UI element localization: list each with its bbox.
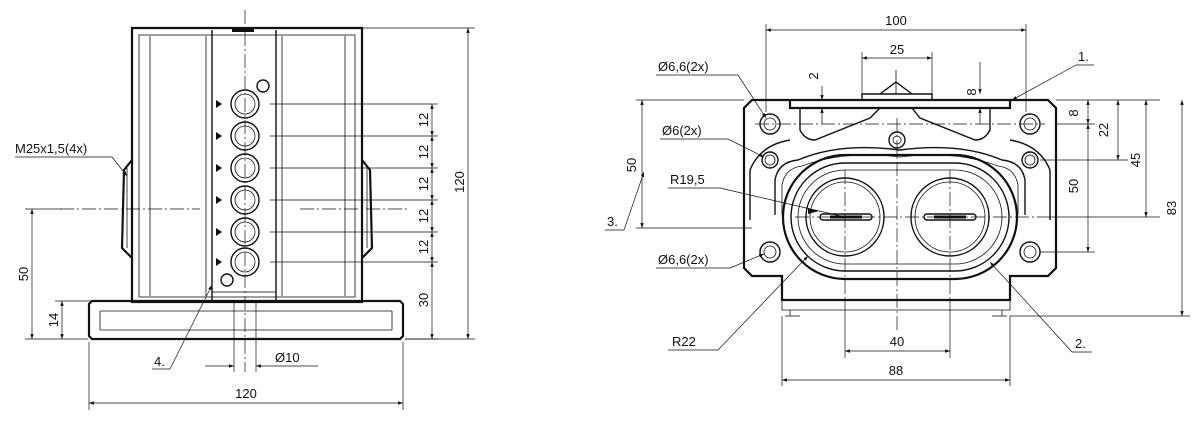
small-8-top-label: 8 bbox=[964, 88, 979, 95]
base-thickness-dimension: 14 bbox=[46, 300, 92, 339]
callout-2-label: 2. bbox=[1075, 336, 1086, 351]
hole-callout-mid: Ø6(2x) bbox=[660, 123, 765, 158]
cable-entry-oval bbox=[781, 153, 1019, 281]
radius-large-label: R22 bbox=[672, 334, 696, 349]
callout-4-label: 4. bbox=[154, 354, 165, 369]
axis-height-label: 50 bbox=[16, 267, 31, 281]
pitch-label-2: 12 bbox=[416, 145, 431, 159]
callout-1: 1. bbox=[1011, 49, 1094, 101]
width-dimension: 120 bbox=[88, 342, 404, 410]
left-height-dimension: 50 bbox=[624, 99, 752, 229]
radius-small-label: R19,5 bbox=[670, 172, 705, 187]
total-height-dimension: 120 bbox=[362, 27, 475, 340]
mounting-holes bbox=[759, 113, 1041, 263]
hole-callout-bottom: Ø6,6(2x) bbox=[656, 252, 765, 269]
left-view: 12 12 12 12 12 30 120 50 bbox=[15, 10, 475, 410]
hole-c-label: Ø6,6(2x) bbox=[658, 252, 709, 267]
hole-diameter-dimension: Ø10 bbox=[205, 302, 318, 372]
base-width-label: 88 bbox=[889, 363, 903, 378]
lower-offset-dimension: 30 bbox=[405, 262, 438, 340]
radius-large-callout: R22 bbox=[668, 255, 809, 351]
lever-mechanism bbox=[788, 70, 1012, 149]
small-2-label: 2 bbox=[806, 72, 821, 79]
pitch-dimensions: 12 12 12 12 12 bbox=[270, 103, 438, 263]
hole-b-label: Ø6(2x) bbox=[662, 123, 702, 138]
width-top-label: 100 bbox=[885, 13, 907, 28]
housing-body bbox=[130, 26, 364, 304]
right-8-label: 8 bbox=[1066, 109, 1081, 116]
hole-spacing-label: 40 bbox=[890, 334, 904, 349]
outer-flange bbox=[742, 98, 1058, 317]
small-8-top-dimension: 8 bbox=[964, 62, 982, 124]
pitch-label-5: 12 bbox=[416, 240, 431, 254]
pitch-label-1: 12 bbox=[416, 113, 431, 127]
thread-label: M25x1,5(4x) bbox=[15, 141, 87, 156]
right-45-label: 45 bbox=[1128, 153, 1143, 167]
radius-small-callout: R19,5 bbox=[668, 172, 846, 218]
inner-width-label: 25 bbox=[890, 42, 904, 57]
left-height-label: 50 bbox=[624, 158, 639, 172]
callout-3: 3. bbox=[605, 171, 645, 231]
callout-2: 2. bbox=[989, 261, 1092, 353]
lower-offset-label: 30 bbox=[416, 293, 431, 307]
base-width-dimension: 88 bbox=[781, 316, 1011, 386]
width-top-dimension: 100 bbox=[765, 13, 1027, 112]
base-thickness-label: 14 bbox=[46, 313, 61, 327]
indicator-holes bbox=[216, 79, 270, 287]
right-stack-dimensions: 8 22 50 45 83 bbox=[1010, 99, 1190, 317]
callout-4: 4. bbox=[152, 284, 213, 370]
base-plate bbox=[87, 299, 405, 341]
pitch-label-4: 12 bbox=[416, 209, 431, 223]
thread-callout: M25x1,5(4x) bbox=[15, 141, 128, 177]
right-centerlines bbox=[755, 118, 1045, 330]
hole-diameter-label: Ø10 bbox=[275, 350, 300, 365]
total-height-label: 120 bbox=[452, 171, 467, 193]
width-label: 120 bbox=[235, 386, 257, 401]
small-2-dimension: 2 bbox=[806, 72, 824, 124]
hole-callout-top: Ø6,6(2x) bbox=[656, 59, 767, 119]
right-50-label: 50 bbox=[1066, 179, 1081, 193]
inner-chamber bbox=[749, 139, 1051, 220]
inner-width-dimension: 25 bbox=[861, 42, 933, 94]
pitch-label-3: 12 bbox=[416, 177, 431, 191]
hole-a-label: Ø6,6(2x) bbox=[658, 59, 709, 74]
right-83-label: 83 bbox=[1164, 201, 1179, 215]
hole-spacing-dimension: 40 bbox=[844, 300, 951, 358]
callout-1-label: 1. bbox=[1078, 49, 1089, 64]
callout-3-label: 3. bbox=[607, 214, 618, 229]
axis-height-dimension: 50 bbox=[16, 208, 88, 340]
right-22-label: 22 bbox=[1096, 123, 1111, 137]
right-view: 100 25 2 8 8 bbox=[605, 13, 1190, 386]
